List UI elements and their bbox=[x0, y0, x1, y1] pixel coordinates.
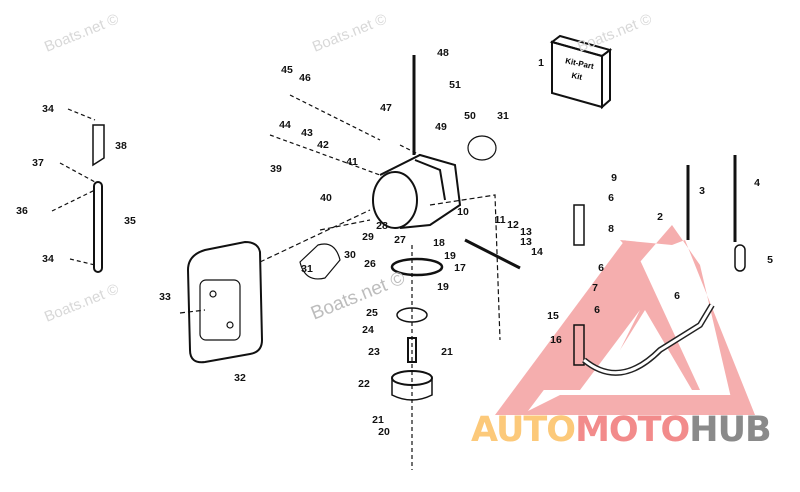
callout-37: 37 bbox=[32, 156, 44, 169]
callout-38: 38 bbox=[115, 139, 127, 152]
callout-17: 17 bbox=[454, 261, 466, 274]
callout-34: 34 bbox=[42, 102, 54, 115]
callout-25: 25 bbox=[366, 306, 378, 319]
callout-31: 31 bbox=[301, 262, 313, 275]
callout-15: 15 bbox=[547, 309, 559, 322]
callout-22: 22 bbox=[358, 377, 370, 390]
callout-18: 18 bbox=[433, 236, 445, 249]
callout-6: 6 bbox=[598, 261, 604, 274]
callout-5: 5 bbox=[767, 253, 773, 266]
callout-6: 6 bbox=[674, 289, 680, 302]
callout-46: 46 bbox=[299, 71, 311, 84]
callout-13: 13 bbox=[520, 235, 532, 248]
callout-36: 36 bbox=[16, 204, 28, 217]
callout-28: 28 bbox=[376, 219, 388, 232]
callout-43: 43 bbox=[301, 126, 313, 139]
callout-27: 27 bbox=[394, 233, 406, 246]
callout-9: 9 bbox=[611, 171, 617, 184]
callout-50: 50 bbox=[464, 109, 476, 122]
callout-34: 34 bbox=[42, 252, 54, 265]
automotohub-logo: AUTOMOTOHUB bbox=[471, 410, 772, 450]
callout-21: 21 bbox=[441, 345, 453, 358]
callout-40: 40 bbox=[320, 191, 332, 204]
callout-16: 16 bbox=[550, 333, 562, 346]
callout-14: 14 bbox=[531, 245, 543, 258]
callout-51: 51 bbox=[449, 78, 461, 91]
callout-6: 6 bbox=[608, 191, 614, 204]
callout-2: 2 bbox=[657, 210, 663, 223]
callout-6: 6 bbox=[594, 303, 600, 316]
callout-19: 19 bbox=[444, 249, 456, 262]
callout-32: 32 bbox=[234, 371, 246, 384]
callout-33: 33 bbox=[159, 290, 171, 303]
callout-13: 13 bbox=[520, 225, 532, 238]
logo-moto: MOTO bbox=[575, 410, 690, 450]
callout-20: 20 bbox=[378, 425, 390, 438]
repair-kit-box bbox=[549, 34, 613, 110]
callout-23: 23 bbox=[368, 345, 380, 358]
callout-44: 44 bbox=[279, 118, 291, 131]
callout-48: 48 bbox=[437, 46, 449, 59]
callout-30: 30 bbox=[344, 248, 356, 261]
logo-hub: HUB bbox=[689, 410, 771, 450]
callout-12: 12 bbox=[507, 218, 519, 231]
callout-41: 41 bbox=[346, 155, 358, 168]
callout-35: 35 bbox=[124, 214, 136, 227]
callout-10: 10 bbox=[457, 205, 469, 218]
callout-24: 24 bbox=[362, 323, 374, 336]
callout-3: 3 bbox=[699, 184, 705, 197]
callout-1: 1 bbox=[538, 56, 544, 69]
callout-19: 19 bbox=[437, 280, 449, 293]
callout-42: 42 bbox=[317, 138, 329, 151]
callout-29: 29 bbox=[362, 230, 374, 243]
callout-21: 21 bbox=[372, 413, 384, 426]
callout-45: 45 bbox=[281, 63, 293, 76]
callout-8: 8 bbox=[608, 222, 614, 235]
callout-49: 49 bbox=[435, 120, 447, 133]
callout-11: 11 bbox=[494, 213, 506, 226]
logo-auto: AUTO bbox=[471, 410, 576, 450]
callout-31: 31 bbox=[497, 109, 509, 122]
carburetor-body bbox=[372, 153, 462, 229]
callout-7: 7 bbox=[592, 281, 598, 294]
callout-4: 4 bbox=[754, 176, 760, 189]
callout-26: 26 bbox=[364, 257, 376, 270]
callout-47: 47 bbox=[380, 101, 392, 114]
callout-39: 39 bbox=[270, 162, 282, 175]
